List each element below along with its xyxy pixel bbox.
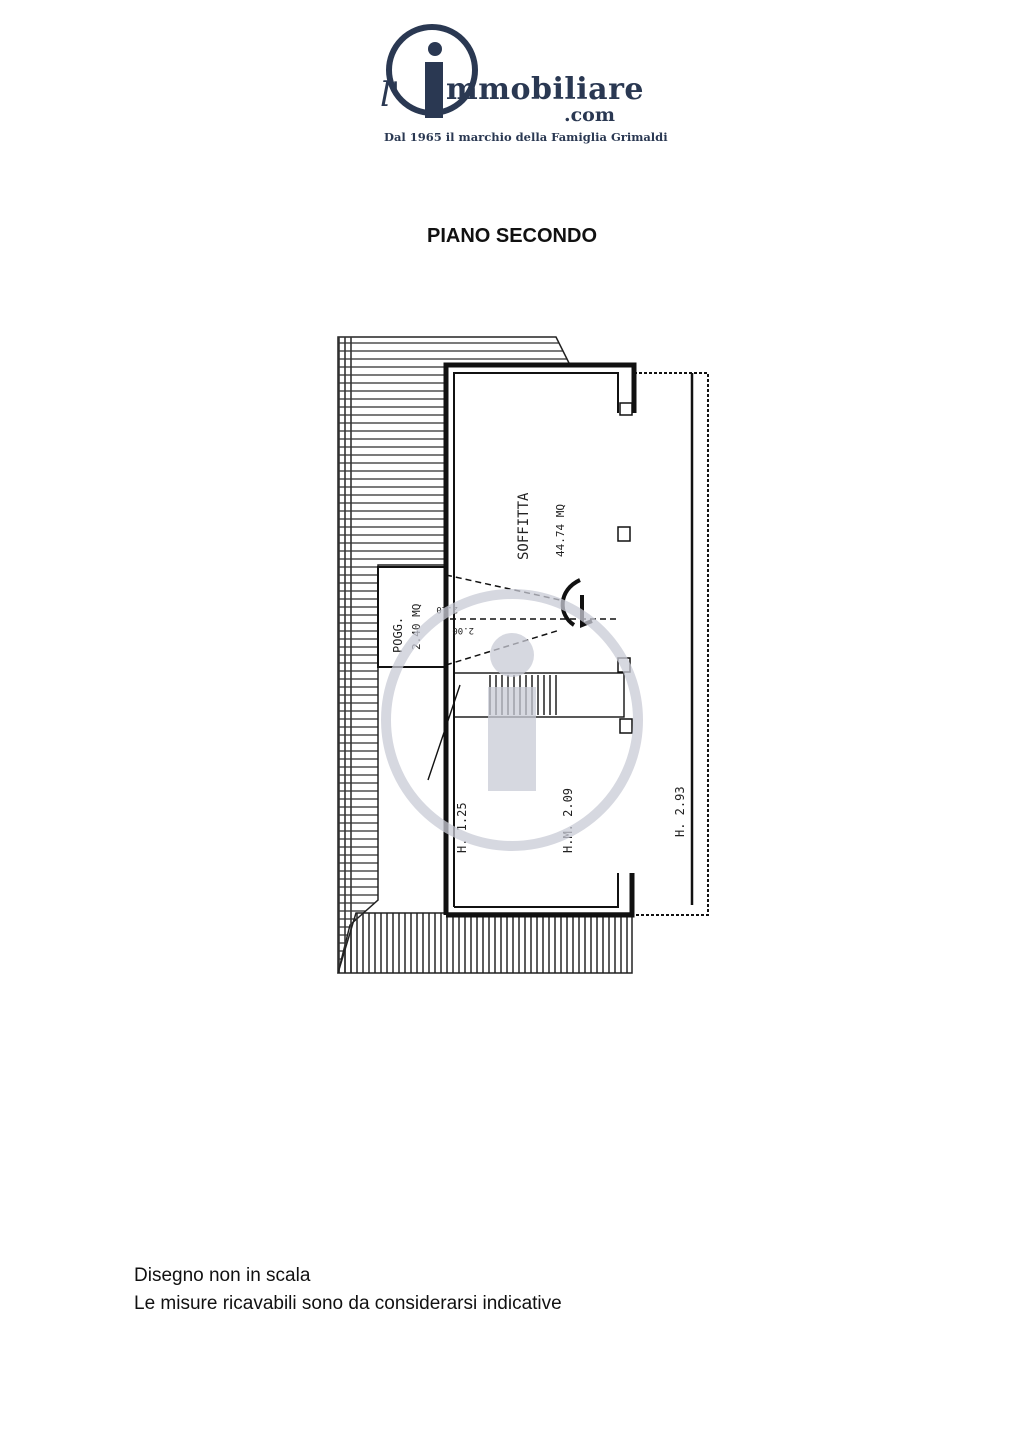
logo-domain: .com — [564, 104, 615, 126]
roof-hatching-bottom — [336, 912, 633, 974]
height-mid: H.M. 2.09 — [561, 788, 575, 853]
room-label-balcony: POGG. — [391, 617, 405, 653]
disclaimer-line-1: Disegno non in scala — [134, 1265, 311, 1286]
logo-name: mmobiliare — [446, 72, 644, 107]
logo-i-dot — [428, 42, 442, 56]
height-low: H. 1.25 — [455, 802, 469, 853]
room-label-main: SOFFITTA — [516, 492, 532, 560]
disclaimer-line-2: Le misure ricavabili sono da considerars… — [134, 1293, 562, 1314]
company-logo: l' mmobiliare .com Dal 1965 il marchio d… — [380, 20, 668, 150]
floor-plan: SOFFITTA 44.74 MQ POGG. 2.40 MQ 2.10 2.0… — [336, 336, 709, 974]
dimension-2: 2.00 — [452, 625, 474, 635]
logo-tagline: Dal 1965 il marchio della Famiglia Grima… — [384, 130, 668, 144]
floor-title: PIANO SECONDO — [426, 225, 598, 247]
watermark-logo — [381, 589, 643, 851]
height-high: H. 2.93 — [673, 786, 687, 837]
logo-prefix: l' — [380, 75, 401, 115]
plan-labels: SOFFITTA 44.74 MQ POGG. 2.40 MQ 2.10 2.0… — [391, 492, 687, 853]
roof-hatching-left — [337, 336, 572, 974]
room-area-main: 44.74 MQ — [554, 504, 567, 557]
logo-i-stem — [425, 62, 443, 118]
